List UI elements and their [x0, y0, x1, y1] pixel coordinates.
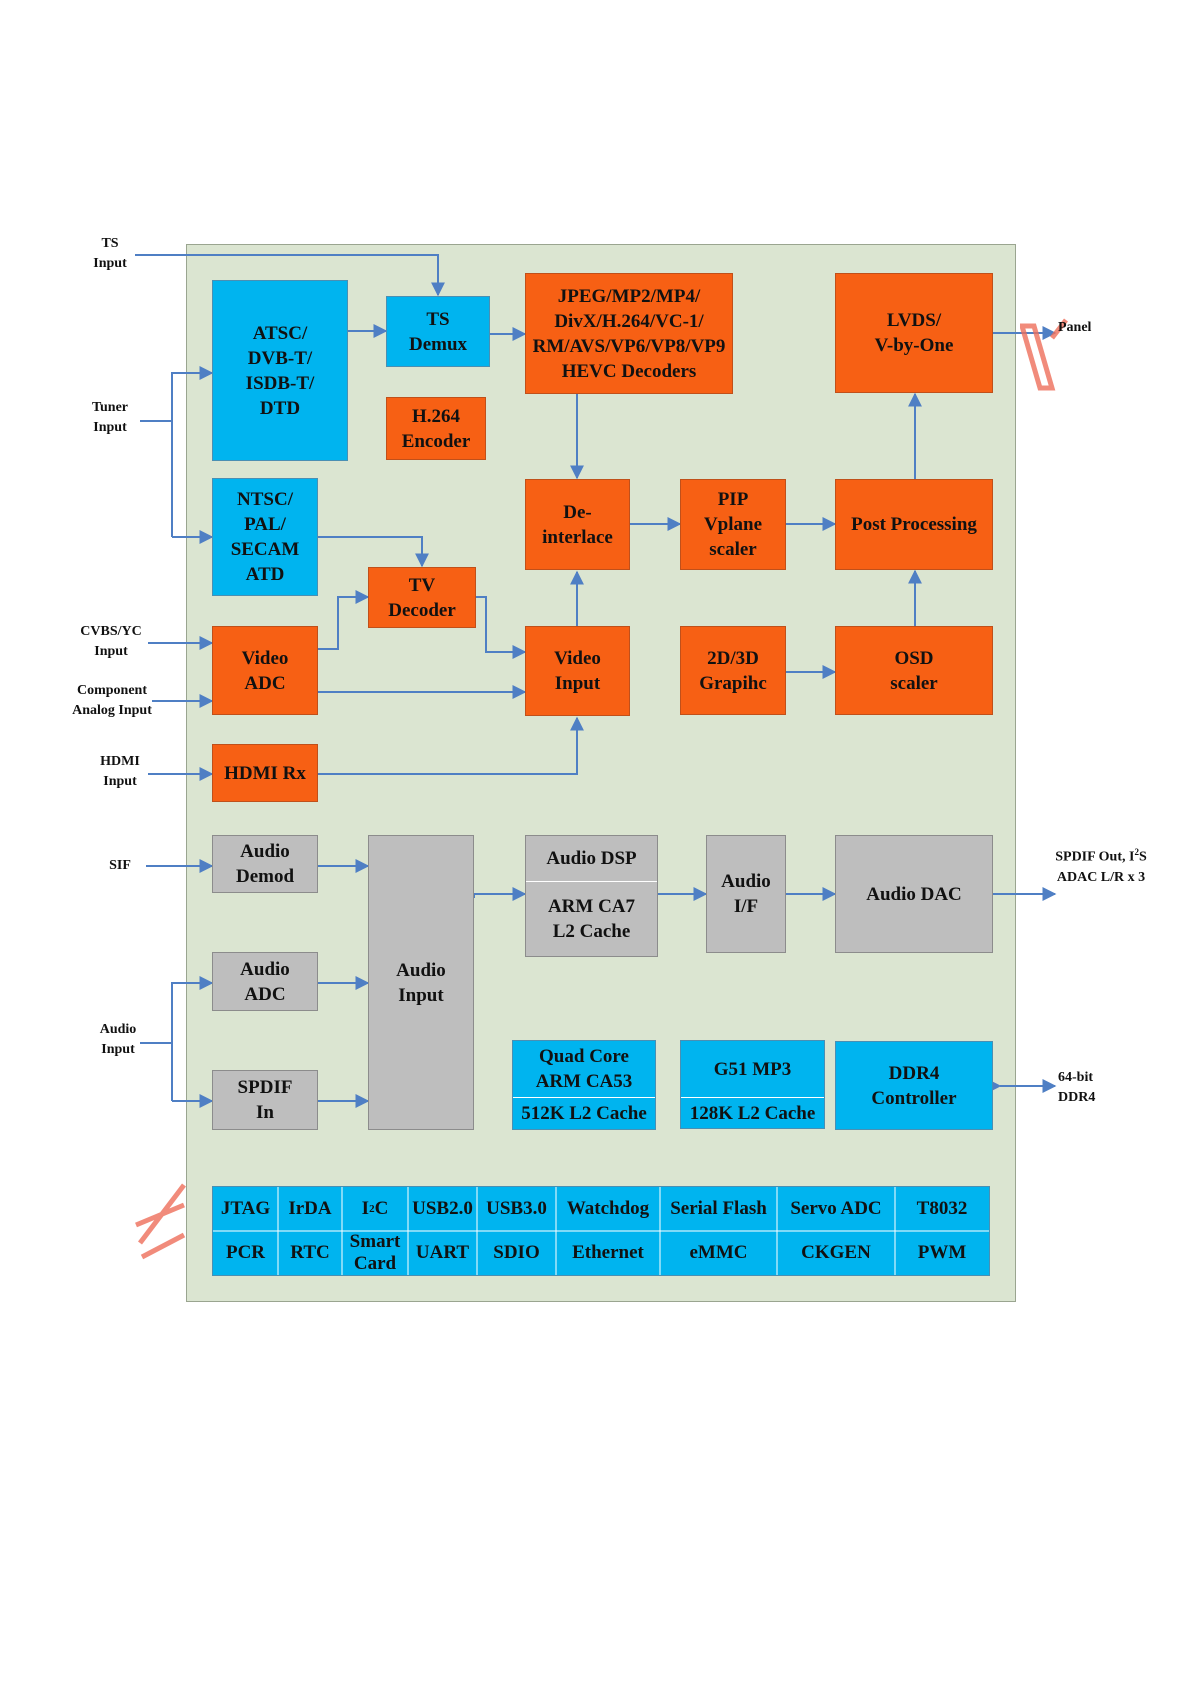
periph-ckgen: CKGEN	[801, 1242, 871, 1263]
audio-adc-block: Audio ADC	[212, 952, 318, 1011]
quad-core-label: Quad Core ARM CA53	[535, 1046, 633, 1092]
periph-ethernet: Ethernet	[572, 1242, 644, 1263]
wire-ntsc-tvdec	[318, 536, 429, 568]
g51-label: G51 MP3	[713, 1058, 792, 1080]
audio-dac-block: Audio DAC	[835, 835, 993, 953]
g51-divider	[681, 1097, 824, 1098]
periph-pwm: PWM	[917, 1242, 967, 1263]
periph-emmc: eMMC	[689, 1242, 748, 1263]
arm-ca7-label: ARM CA7 L2 Cache	[547, 896, 636, 942]
wire-tvdec-vinput	[476, 596, 527, 659]
sif-label: SIF	[109, 858, 131, 873]
wire-ainput-dsp	[473, 887, 527, 901]
audio-dsp-label: Audio DSP	[546, 848, 637, 869]
2d3d-graphic-block: 2D/3D Grapihc	[680, 626, 786, 715]
periph-t8032: T8032	[916, 1198, 968, 1219]
h264-encoder-block: H.264 Encoder	[386, 397, 486, 460]
audio-input-block: Audio Input	[368, 835, 474, 1130]
peripheral-grid	[213, 1187, 989, 1275]
atsc-dvbt-isdbt-dtd-block: ATSC/ DVB-T/ ISDB-T/ DTD	[212, 280, 348, 461]
periph-usb30: USB3.0	[486, 1198, 547, 1219]
ntsc-pal-secam-atd-block: NTSC/ PAL/ SECAM ATD	[212, 478, 318, 596]
wire-hdmi-vinput	[318, 716, 584, 775]
audio-input-label: Audio Input	[99, 1022, 137, 1057]
periph-watchdog: Watchdog	[566, 1198, 650, 1219]
ddr4-controller-block: DDR4 Controller	[835, 1041, 993, 1130]
hdmi-rx-block: HDMI Rx	[212, 744, 318, 802]
video-adc-block: Video ADC	[212, 626, 318, 715]
pip-vplane-scaler-block: PIP Vplane scaler	[680, 479, 786, 570]
audio-if-block: Audio I/F	[706, 835, 786, 953]
lvds-vbyone-block: LVDS/ V-by-One	[835, 273, 993, 393]
wire-ts-input	[135, 254, 445, 297]
audio-dsp-block: Audio DSP ARM CA7 L2 Cache	[525, 835, 658, 957]
post-processing-block: Post Processing	[835, 479, 993, 570]
wire-tuner-atsc	[171, 366, 214, 537]
deinterlace-block: De- interlace	[525, 479, 630, 570]
panel-label: Panel	[1058, 320, 1092, 335]
ts-demux-block: TS Demux	[386, 296, 490, 367]
hevc-decoders-block: JPEG/MP2/MP4/ DivX/H.264/VC-1/ RM/AVS/VP…	[525, 273, 733, 394]
cvbs-input-label: CVBS/YC Input	[80, 624, 142, 659]
periph-smart-card: Smart Card	[349, 1231, 401, 1274]
periph-irda: IrDA	[288, 1198, 332, 1219]
l2-512k-label: 512K L2 Cache	[521, 1103, 647, 1124]
periph-rtc: RTC	[290, 1242, 330, 1263]
wire-audio-split-adc	[171, 976, 214, 1101]
tuner-input-label: Tuner Input	[91, 400, 129, 435]
ddr4-external-label: 64-bit DDR4	[1058, 1070, 1096, 1105]
quad-core-divider	[513, 1097, 655, 1098]
periph-serial-flash: Serial Flash	[670, 1198, 767, 1219]
hdmi-input-label: HDMI Input	[100, 754, 140, 789]
audio-demod-block: Audio Demod	[212, 835, 318, 893]
audio-dsp-divider	[526, 881, 657, 882]
component-input-label: Component Analog Input	[72, 683, 152, 718]
g51-mp3-gpu-block: G51 MP3 128K L2 Cache	[680, 1040, 825, 1129]
wire-vadc-tvdec	[318, 590, 370, 650]
periph-uart: UART	[415, 1242, 470, 1263]
periph-usb20: USB2.0	[412, 1198, 473, 1219]
tv-decoder-block: TV Decoder	[368, 567, 476, 628]
quad-core-arm-ca53-block: Quad Core ARM CA53 512K L2 Cache	[512, 1040, 656, 1130]
osd-scaler-block: OSD scaler	[835, 626, 993, 715]
video-input-block: Video Input	[525, 626, 630, 716]
watermark-fragment-right	[1020, 318, 1068, 391]
ts-input-label: TS Input	[93, 236, 127, 271]
l2-128k-label: 128K L2 Cache	[689, 1102, 816, 1124]
periph-jtag: JTAG	[220, 1198, 271, 1219]
periph-sdio: SDIO	[493, 1242, 540, 1263]
spdif-in-block: SPDIF In	[212, 1070, 318, 1130]
periph-servo-adc: Servo ADC	[790, 1198, 882, 1219]
watermark-fragment-left	[135, 1183, 186, 1260]
periph-pcr: PCR	[225, 1242, 266, 1263]
